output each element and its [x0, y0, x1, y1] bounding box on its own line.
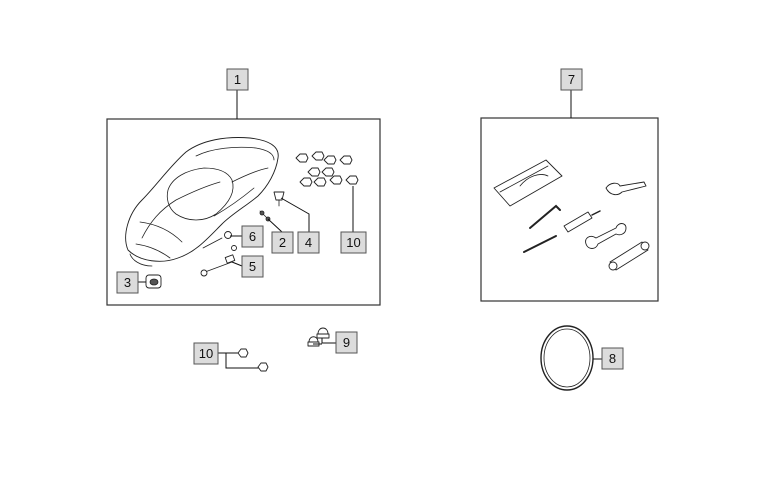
callout-2-leader	[267, 218, 283, 233]
callout-6[interactable]: 6	[241, 225, 264, 248]
seat-group: 1 2 4 10 6 5 3	[106, 68, 381, 306]
cap-nut-icon	[308, 336, 319, 343]
callout-4[interactable]: 4	[297, 231, 320, 254]
svg-text:8: 8	[609, 351, 616, 366]
callout-10a[interactable]: 10	[340, 231, 367, 254]
callout-5-leader	[231, 261, 243, 267]
svg-text:9: 9	[343, 335, 350, 350]
callout-7[interactable]: 7	[560, 68, 583, 91]
callout-9-leader	[321, 338, 336, 344]
loose-nuts-group: 10	[193, 342, 269, 372]
hex-nut-icon	[295, 151, 359, 187]
hex-nut-icon	[237, 348, 249, 358]
seat-group-frame	[106, 118, 381, 306]
callout-4-leader	[280, 197, 310, 232]
svg-text:4: 4	[305, 235, 312, 250]
bolt-icon	[200, 231, 237, 277]
o-ring-icon	[540, 325, 594, 391]
svg-text:3: 3	[124, 275, 131, 290]
svg-text:1: 1	[234, 72, 241, 87]
callout-10b[interactable]: 10	[193, 342, 219, 365]
callout-1[interactable]: 1	[226, 68, 249, 91]
callout-2[interactable]: 2	[271, 231, 294, 254]
svg-text:10: 10	[199, 346, 213, 361]
seat-assembly-icon	[125, 137, 279, 267]
svg-text:10: 10	[346, 235, 360, 250]
tool-kit-group: 7	[480, 68, 659, 302]
cap-nuts-group: 9	[307, 327, 358, 354]
svg-text:2: 2	[279, 235, 286, 250]
callout-10b-leader	[218, 352, 262, 369]
callout-3[interactable]: 3	[116, 271, 139, 294]
tool-kit-frame	[480, 117, 659, 302]
cap-nut-icon	[317, 327, 329, 335]
callout-9[interactable]: 9	[335, 331, 358, 354]
rubber-damper-icon	[145, 274, 162, 289]
hex-nut-icon	[257, 362, 269, 372]
svg-text:7: 7	[568, 72, 575, 87]
o-ring-group: 8	[540, 325, 624, 391]
callout-5[interactable]: 5	[241, 255, 264, 278]
svg-text:5: 5	[249, 259, 256, 274]
tool-kit-icon	[493, 159, 650, 271]
callout-8[interactable]: 8	[601, 347, 624, 370]
svg-text:6: 6	[249, 229, 256, 244]
